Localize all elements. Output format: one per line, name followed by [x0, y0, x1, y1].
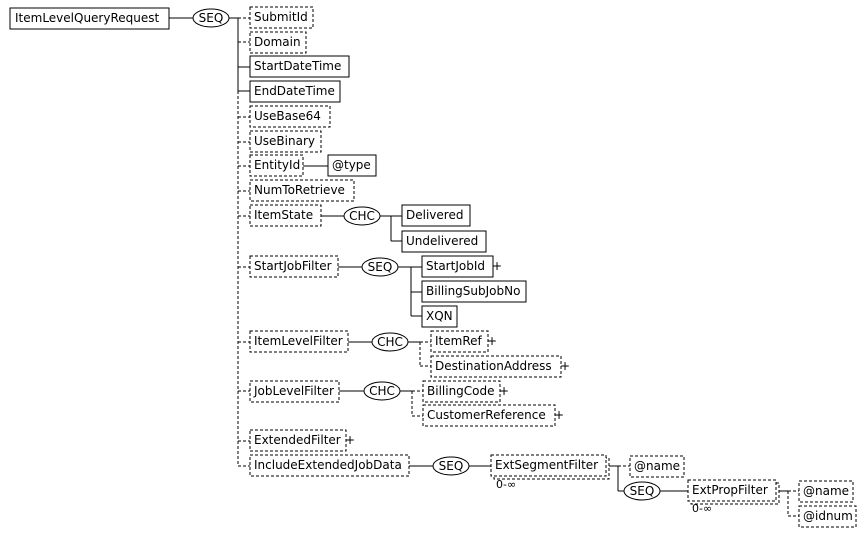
node-xqn[interactable]: XQN — [421, 305, 458, 328]
compositor-startjobfilter-seq: SEQ — [361, 257, 399, 277]
node-label: ExtSegmentFilter — [495, 458, 598, 472]
compositor-label: SEQ — [439, 459, 464, 473]
node-ext-prop-name-attribute[interactable]: @name — [798, 480, 854, 503]
compositor-label: SEQ — [199, 11, 224, 25]
compositor-itemstate-chc: CHC — [343, 206, 381, 226]
compositor-joblevelfilter-chc: CHC — [363, 381, 401, 401]
node-label: IncludeExtendedJobData — [254, 458, 402, 472]
node-label: ItemLevelQueryRequest — [15, 11, 160, 25]
node-num-to-retrieve[interactable]: NumToRetrieve — [249, 179, 355, 202]
node-customer-reference[interactable]: CustomerReference + — [422, 404, 564, 427]
node-ext-prop-filter[interactable]: ExtPropFilter 0-∞ — [687, 479, 780, 515]
compositor-label: CHC — [349, 209, 375, 223]
node-entity-id[interactable]: EntityId — [249, 154, 304, 177]
node-label: @name — [803, 484, 849, 498]
node-item-ref[interactable]: ItemRef + — [430, 330, 497, 353]
node-label: Delivered — [406, 208, 463, 222]
node-label: EndDateTime — [254, 84, 335, 98]
expand-icon[interactable]: + — [345, 433, 355, 447]
node-item-level-query-request[interactable]: ItemLevelQueryRequest — [9, 7, 170, 30]
node-domain[interactable]: Domain — [249, 31, 307, 54]
node-label: Domain — [254, 35, 301, 49]
node-item-state[interactable]: ItemState — [249, 204, 322, 227]
node-label: JobLevelFilter — [253, 384, 334, 398]
occurrence-label: 0-∞ — [692, 502, 712, 515]
node-start-date-time[interactable]: StartDateTime — [249, 55, 350, 78]
node-label: ExtPropFilter — [692, 483, 768, 497]
node-billing-sub-job-no[interactable]: BillingSubJobNo — [421, 280, 527, 303]
node-delivered[interactable]: Delivered — [401, 204, 471, 227]
node-job-level-filter[interactable]: JobLevelFilter — [249, 380, 340, 403]
compositor-label: CHC — [369, 384, 395, 398]
connectors — [169, 17, 799, 517]
node-destination-address[interactable]: DestinationAddress + — [430, 355, 570, 378]
node-label: DestinationAddress — [435, 359, 552, 373]
node-label: XQN — [426, 309, 453, 323]
node-label: StartDateTime — [254, 59, 341, 73]
compositor-includeextended-seq: SEQ — [432, 456, 470, 476]
node-label: NumToRetrieve — [254, 183, 345, 197]
node-extended-filter[interactable]: ExtendedFilter + — [249, 429, 355, 452]
node-label: @type — [332, 158, 371, 172]
occurrence-label: 0-∞ — [496, 478, 516, 491]
node-submit-id[interactable]: SubmitId — [249, 6, 314, 29]
node-ext-segment-filter[interactable]: ExtSegmentFilter 0-∞ — [490, 454, 610, 491]
node-label: ItemState — [254, 208, 313, 222]
node-ext-segment-name-attribute[interactable]: @name — [629, 455, 685, 478]
node-label: StartJobId — [426, 259, 485, 273]
expand-icon[interactable]: + — [487, 334, 497, 348]
node-undelivered[interactable]: Undelivered — [401, 230, 487, 253]
compositor-label: SEQ — [368, 260, 393, 274]
compositor-label: SEQ — [630, 484, 655, 498]
node-label: UseBase64 — [254, 109, 321, 123]
expand-icon[interactable]: + — [499, 384, 509, 398]
node-label: @name — [634, 459, 680, 473]
node-label: UseBinary — [254, 134, 315, 148]
node-start-job-id[interactable]: StartJobId + — [421, 255, 502, 278]
node-label: @idnum — [803, 509, 853, 523]
node-label: ItemLevelFilter — [254, 334, 343, 348]
node-label: StartJobFilter — [254, 259, 332, 273]
node-include-extended-job-data[interactable]: IncludeExtendedJobData — [249, 454, 410, 477]
node-billing-code[interactable]: BillingCode + — [422, 380, 509, 403]
node-label: BillingCode — [427, 384, 495, 398]
node-label: SubmitId — [254, 10, 308, 24]
compositor-extsegment-seq: SEQ — [623, 481, 661, 501]
node-entity-id-type-attribute[interactable]: @type — [327, 154, 377, 177]
node-ext-prop-idnum-attribute[interactable]: @idnum — [798, 505, 857, 528]
node-label: CustomerReference — [427, 408, 546, 422]
expand-icon[interactable]: + — [554, 408, 564, 422]
node-end-date-time[interactable]: EndDateTime — [249, 80, 341, 103]
node-label: BillingSubJobNo — [426, 284, 520, 298]
node-use-base64[interactable]: UseBase64 — [249, 105, 331, 128]
node-label: ExtendedFilter — [254, 433, 341, 447]
expand-icon[interactable]: + — [492, 259, 502, 273]
node-start-job-filter[interactable]: StartJobFilter — [249, 255, 339, 278]
compositor-label: CHC — [377, 335, 403, 349]
expand-icon[interactable]: + — [560, 359, 570, 373]
compositor-root-seq: SEQ — [192, 8, 230, 28]
node-label: ItemRef — [435, 334, 482, 348]
compositor-itemlevelfilter-chc: CHC — [371, 332, 409, 352]
node-item-level-filter[interactable]: ItemLevelFilter — [249, 330, 349, 353]
node-label: EntityId — [254, 158, 300, 172]
node-label: Undelivered — [406, 234, 478, 248]
node-use-binary[interactable]: UseBinary — [249, 130, 322, 153]
